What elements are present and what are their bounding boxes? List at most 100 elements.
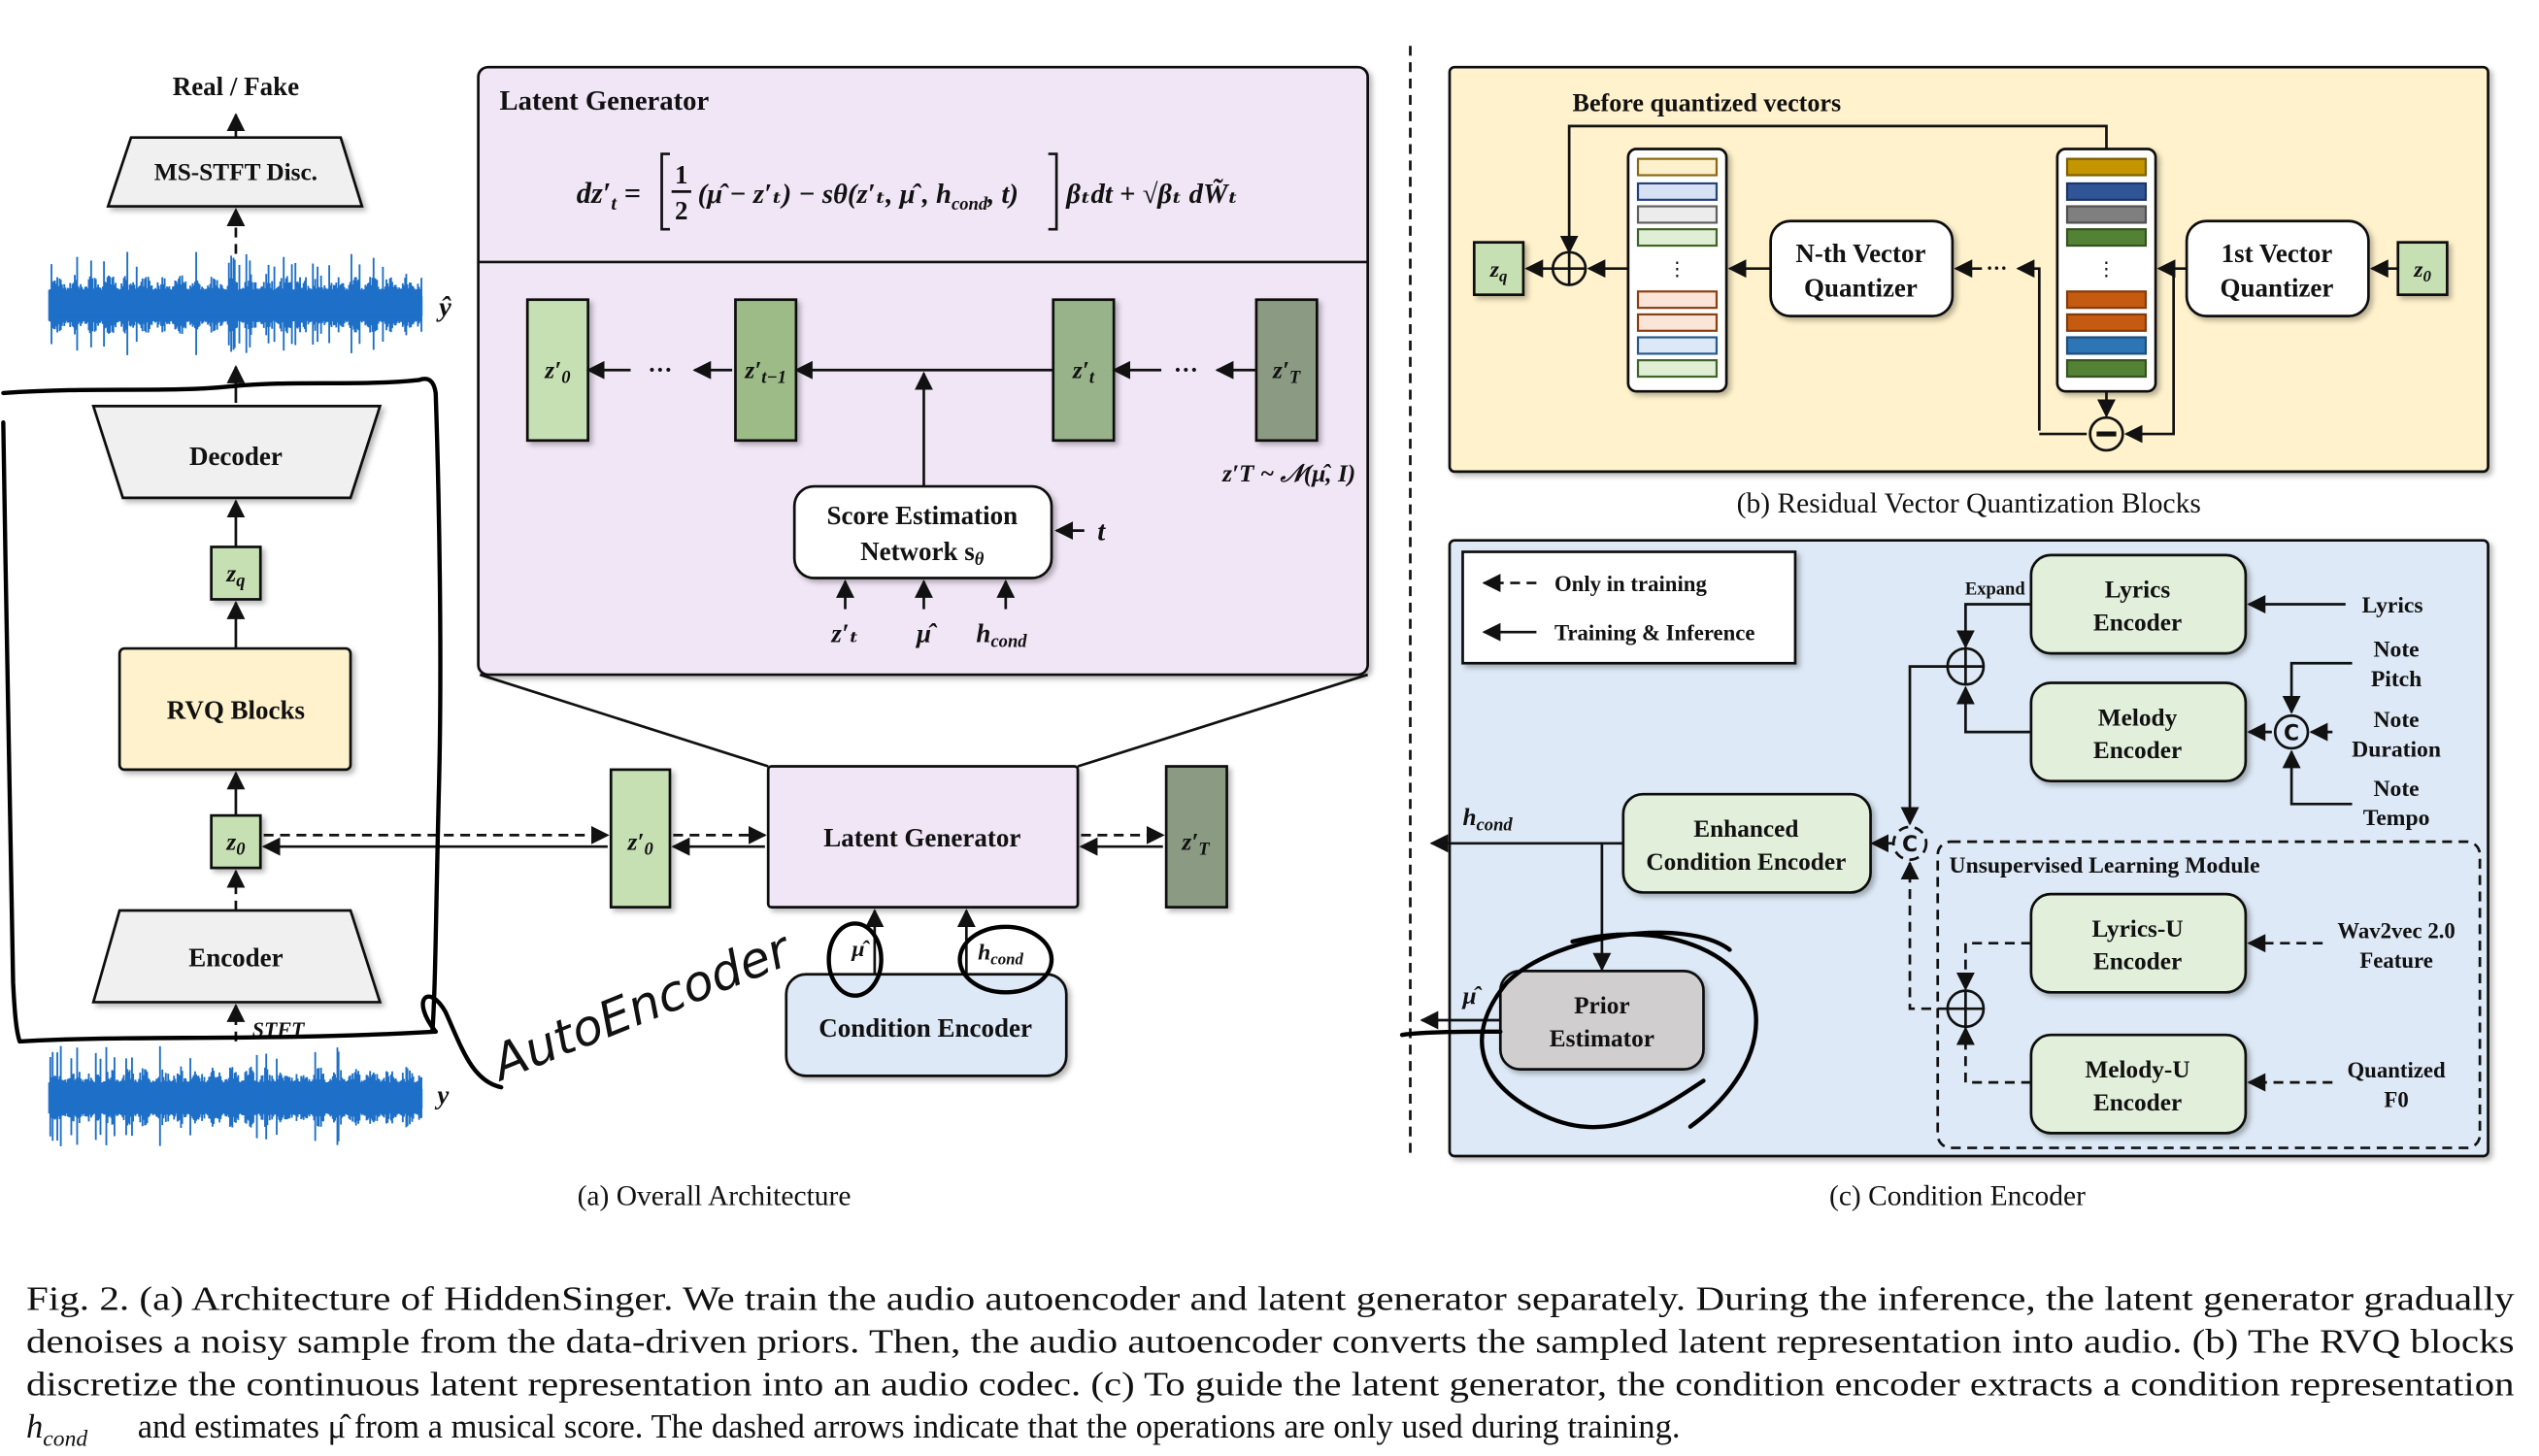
input-note-tempo-1: Note (2373, 777, 2419, 802)
melody-u-line1: Melody-U (2085, 1056, 2189, 1083)
handwritten-autoencoder-text: AutoEncoder (482, 919, 801, 1093)
legend-dashed-label: Only in training (1554, 572, 1707, 596)
input-note-tempo-2: Tempo (2363, 806, 2430, 831)
encoder-label: Encoder (188, 943, 283, 972)
figure-caption: Fig. 2. (a) Architecture of HiddenSinger… (26, 1281, 2515, 1452)
concat-symbol-main: C (1902, 833, 1918, 857)
decoder-block (91, 405, 383, 500)
zoom-line-right (1077, 673, 1369, 768)
caption-line-1: Fig. 2. (a) Architecture of HiddenSinger… (26, 1281, 2515, 1318)
codebook-vector (2065, 290, 2148, 310)
codebook-vector (2065, 182, 2148, 201)
zT-prime-label: z′T (1181, 829, 1210, 860)
frac-num: 1 (675, 160, 688, 189)
unsupervised-title: Unsupervised Learning Module (1950, 853, 2260, 878)
score-estimation-network (792, 484, 1053, 579)
codebook-1-ellipsis: ⋮ (2096, 258, 2116, 280)
codebook-vector (2065, 205, 2148, 224)
enhanced-line1: Enhanced (1693, 815, 1798, 843)
input-zt: z′ₜ (830, 618, 858, 647)
latent-generator-block (766, 765, 1080, 909)
rvq-ellipsis: ··· (1986, 255, 2007, 280)
handwritten-box-left-bottom (1, 420, 438, 1044)
input-wav2vec-1: Wav2vec 2.0 (2337, 919, 2455, 943)
codebook-vector (1636, 290, 1719, 310)
chain-latent-box (734, 298, 798, 443)
input-wav2vec-2: Feature (2359, 948, 2432, 973)
input-hcond: hcond (976, 618, 1027, 651)
zq-label: zq (225, 560, 245, 591)
before-quantized-label: Before quantized vectors (1573, 89, 1842, 117)
sum-node (1551, 250, 1587, 286)
melody-encoder (2029, 681, 2248, 783)
score-net-line1: Score Estimation (826, 501, 1018, 530)
melody-encoder-line2: Encoder (2093, 737, 2182, 764)
input-note-duration-1: Note (2373, 708, 2419, 733)
codebook-vector (1636, 157, 1719, 177)
expand-label: Expand (1965, 579, 2026, 599)
arrow-unsup-to-concat (1900, 861, 1948, 1010)
chain-ellipsis-right: ··· (1174, 357, 1198, 384)
zq-latent (210, 546, 262, 601)
arrow-lyrics-to-sum (1955, 603, 2031, 649)
unsupervised-module-frame (1936, 840, 2482, 1149)
panel-a-overall-architecture: Real / Fake MS-STFT Disc. ŷ Decoder zq R… (1, 65, 1369, 1212)
input-f0-2: F0 (2384, 1087, 2408, 1111)
arrow-sum-to-concat (1900, 665, 1948, 826)
equation-body: (μ̂ − z′ₜ) − sθ(z′ₜ, μ̂ , hcond, t) (698, 179, 1019, 215)
score-net-line2: Network sθ (860, 537, 985, 570)
arrow-tempo-to-concat (2282, 749, 2353, 806)
codebook-n-vectors (1636, 157, 1719, 379)
caption-line-4-prefix: hcond (26, 1408, 87, 1451)
condition-encoder-block (785, 973, 1068, 1077)
arrow-residual-to-next (2016, 259, 2041, 431)
ms-stft-discriminator (106, 136, 364, 208)
bracket-right (1048, 152, 1058, 231)
zq-output (1472, 241, 1525, 297)
nth-vector-quantizer (1769, 219, 1954, 317)
enhanced-line2: Condition Encoder (1646, 848, 1846, 876)
lyrics-u-line2: Encoder (2093, 948, 2182, 976)
rvq-zq-label: zq (1489, 257, 1508, 285)
handwritten-circle-hcond (957, 924, 1054, 995)
prior-line1: Prior (1574, 992, 1630, 1019)
codebook-vector (2065, 359, 2148, 379)
mu-hat-label: μ̂ (851, 937, 870, 962)
legend: Only in training Training & Inference (1461, 550, 1797, 665)
input-lyrics: Lyrics (2362, 593, 2423, 618)
arrow-melody-to-sum (1955, 685, 2031, 734)
codebook-n-ellipsis: ⋮ (1667, 258, 1687, 280)
first-vq-line2: Quantizer (2220, 273, 2333, 302)
legend-solid-label: Training & Inference (1554, 621, 1755, 645)
handwritten-prior-annotation (1399, 930, 1758, 1130)
zT-prime-latent (1164, 765, 1228, 909)
lyrics-encoder-line1: Lyrics (2105, 577, 2171, 604)
codebook-vector (2065, 336, 2148, 355)
input-note-duration-2: Duration (2352, 737, 2441, 762)
equation-rhs: βₜdt + √βₜ dW̃ₜ (1065, 178, 1238, 210)
input-f0-1: Quantized (2347, 1058, 2446, 1082)
caption-line-2: denoises a noisy sample from the data-dr… (26, 1323, 2515, 1360)
waveform-y-hat (48, 251, 423, 355)
codebook-vector (2065, 228, 2148, 248)
chain-latent-label: z′0 (544, 357, 570, 388)
waveform-core (49, 296, 423, 316)
lyrics-encoder (2029, 553, 2248, 655)
codebook-vector (1636, 359, 1719, 379)
chain-latent-label: z′t−1 (744, 357, 786, 388)
melody-encoder-line1: Melody (2098, 704, 2178, 731)
handwritten-box-top-right (1, 377, 443, 1035)
equation-lhs: dz′t = (577, 177, 641, 215)
panel-b-rvq-blocks: Before quantized vectors zq ⋮ N-th Vecto… (1448, 65, 2489, 519)
arrow-before-quantized (1559, 124, 2108, 254)
codebook-1-vectors (2065, 157, 2148, 379)
codebook-vector (1636, 336, 1719, 355)
melody-u-line2: Encoder (2093, 1089, 2182, 1116)
y-hat-label: ŷ (436, 292, 451, 323)
hcond-label: hcond (978, 941, 1023, 969)
disc-label: MS-STFT Disc. (154, 159, 317, 186)
arrow-melodyu-to-sum (1955, 1026, 2031, 1084)
z0-prime-latent (609, 768, 672, 909)
prior-note: z′T ~ 𝒩(μ̂, I) (1221, 460, 1355, 487)
